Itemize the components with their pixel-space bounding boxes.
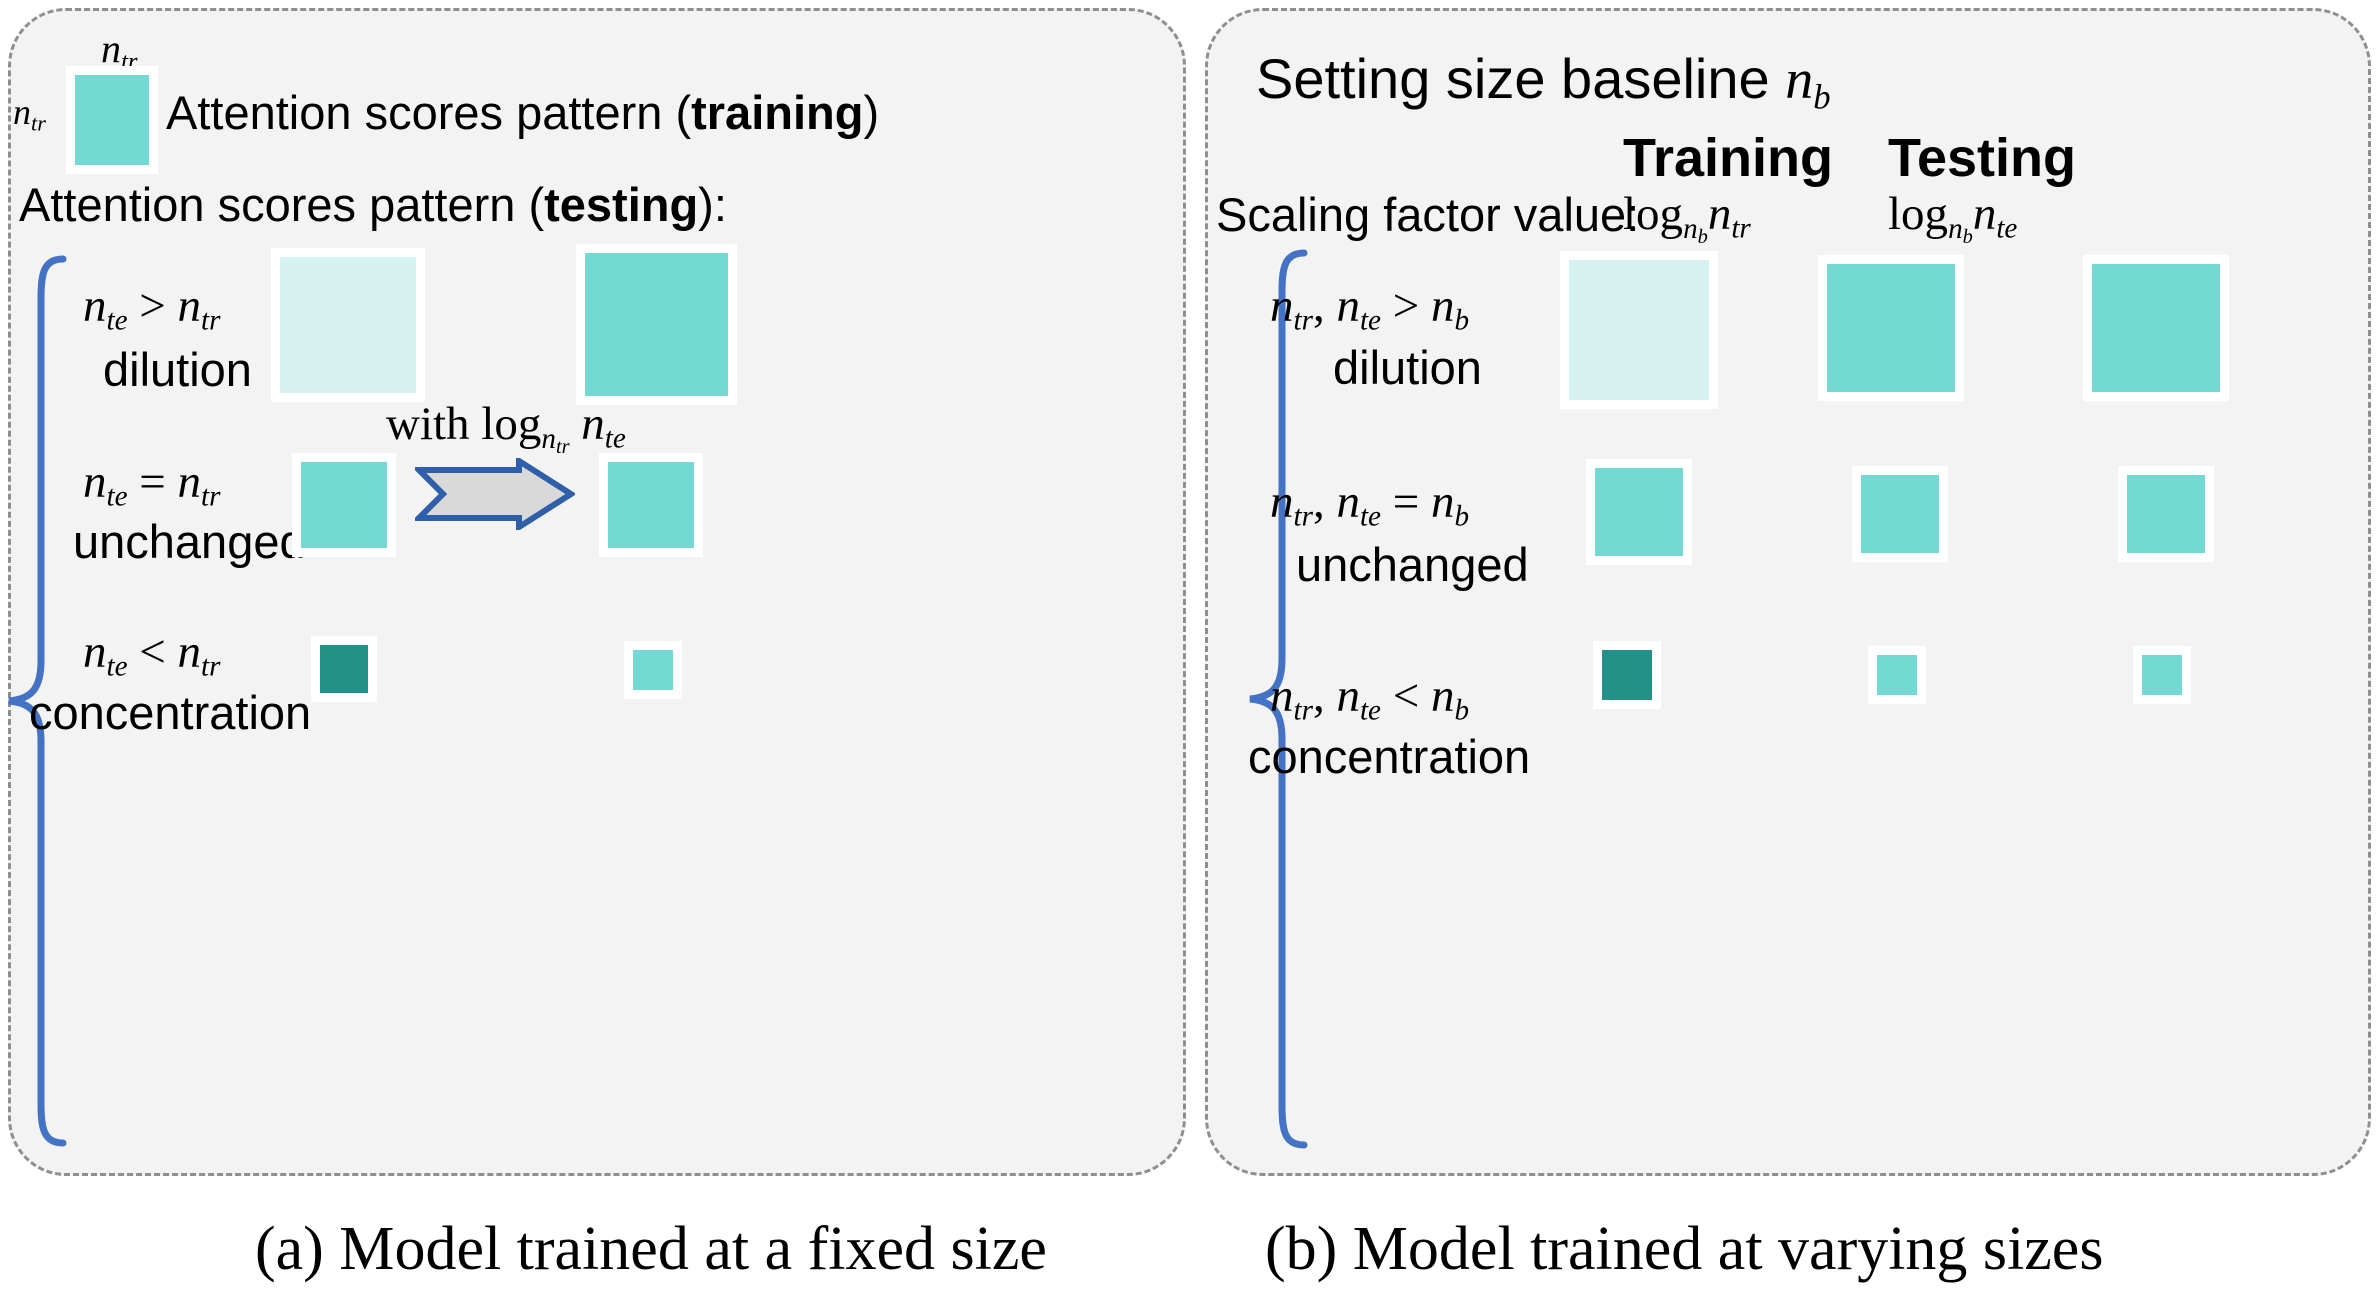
row-effect-dilution: dilution <box>1333 341 1482 394</box>
panel-b-title: Setting size baseline nb <box>1256 47 1831 117</box>
row-effect-unchanged: unchanged <box>73 515 306 568</box>
row-effect-unchanged: unchanged <box>1296 538 1529 591</box>
square-concentration-training <box>1868 646 1926 704</box>
legend-left-size-label: ntr <box>13 92 46 136</box>
panel-model-varying-sizes: Setting size baseline nb Training Testin… <box>1205 8 2371 1176</box>
row-condition-concentration: nte < ntr <box>83 626 221 683</box>
row-condition-dilution: ntr, nte > nb <box>1270 280 1470 337</box>
square-unchanged-baseline <box>1586 459 1692 565</box>
transform-label: with logntr nte <box>386 398 626 458</box>
subtitle-testing-text: Attention scores pattern (testing): <box>19 178 727 231</box>
column-header-training: Training <box>1623 128 1834 188</box>
legend-training-text: Attention scores pattern (training) <box>166 86 880 139</box>
square-concentration-baseline <box>1593 641 1661 709</box>
scaling-factor-testing: lognbnte <box>1888 188 2018 248</box>
square-dilution-training <box>1818 255 1964 401</box>
row-condition-unchanged: ntr, nte = nb <box>1270 476 1470 533</box>
square-dilution-baseline <box>1560 251 1718 409</box>
caption-panel-b: (b) Model trained at varying sizes <box>1265 1215 2104 1283</box>
caption-panel-a: (a) Model trained at a fixed size <box>255 1215 1047 1283</box>
row-effect-dilution: dilution <box>103 343 252 396</box>
row-effect-concentration: concentration <box>1248 730 1531 783</box>
legend-attention-square <box>66 66 158 174</box>
square-dilution-testing <box>2083 255 2229 401</box>
row-condition-concentration: ntr, nte < nb <box>1270 670 1470 727</box>
panel-model-fixed-size: ntr ntr Attention scores pattern (traini… <box>8 8 1186 1176</box>
square-unchanged-after <box>599 453 703 557</box>
square-concentration-after <box>624 641 682 699</box>
row-condition-dilution: nte > ntr <box>83 280 221 337</box>
square-concentration-before <box>311 636 377 702</box>
square-dilution-after <box>576 244 737 405</box>
square-unchanged-before <box>292 453 396 557</box>
row-condition-unchanged: nte = ntr <box>83 456 221 513</box>
square-unchanged-training <box>1852 466 1948 562</box>
square-dilution-before <box>271 248 425 402</box>
square-concentration-testing <box>2133 646 2191 704</box>
row-effect-concentration: concentration <box>29 686 312 739</box>
rows-grouping-brace <box>8 255 67 1147</box>
column-header-testing: Testing <box>1888 128 2076 188</box>
scaling-factor-row-label: Scaling factor value: <box>1216 188 1640 241</box>
transform-arrow-icon <box>415 458 575 530</box>
rows-grouping-brace <box>1249 249 1308 1149</box>
scaling-factor-training: lognbntr <box>1623 188 1751 248</box>
square-unchanged-testing <box>2118 466 2214 562</box>
